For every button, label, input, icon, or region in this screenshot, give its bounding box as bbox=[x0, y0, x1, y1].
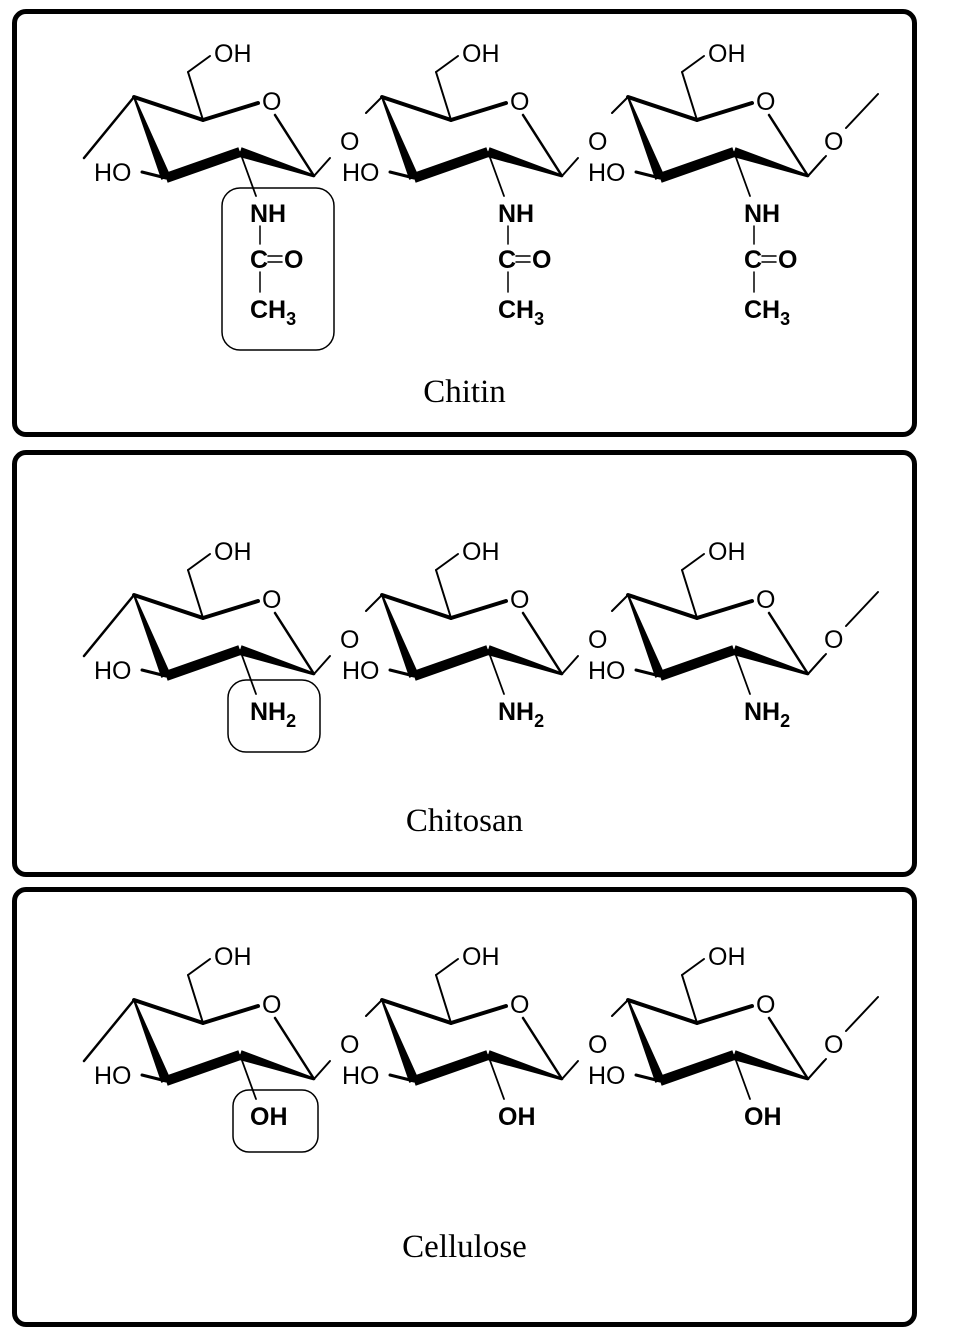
ho-label: HO bbox=[94, 159, 132, 187]
carbonyl-c-label: C bbox=[498, 246, 516, 274]
ch2oh-label: OH bbox=[708, 40, 746, 68]
ch2oh-label: OH bbox=[214, 40, 252, 68]
ring-oxygen-label: O bbox=[510, 586, 529, 614]
ch3-label: CH3 bbox=[744, 296, 790, 329]
carbonyl-o-label: O bbox=[778, 246, 797, 274]
ch2oh-label: OH bbox=[708, 538, 746, 566]
chitosan-caption: Chitosan bbox=[405, 803, 524, 839]
ho-label: HO bbox=[588, 1062, 626, 1090]
nh-label: NH bbox=[498, 200, 534, 228]
nh-label: NH bbox=[250, 200, 286, 228]
ring-oxygen-label: O bbox=[262, 88, 281, 116]
cellulose-caption: Cellulose bbox=[402, 1229, 527, 1265]
glucose-unit: O OH HO O NH2 bbox=[342, 538, 607, 731]
chitin-caption: Chitin bbox=[423, 374, 506, 410]
glycosidic-oxygen-label: O bbox=[340, 128, 359, 156]
carbonyl-o-label: O bbox=[532, 246, 551, 274]
ring-oxygen-label: O bbox=[262, 586, 281, 614]
ring-oxygen-label: O bbox=[262, 991, 281, 1019]
glucose-unit: O OH HO O NH2 bbox=[588, 538, 879, 731]
oh-label: OH bbox=[744, 1103, 782, 1131]
ring-oxygen-label: O bbox=[756, 991, 775, 1019]
ho-label: HO bbox=[342, 159, 380, 187]
nh2-label: NH2 bbox=[498, 698, 544, 731]
ring-oxygen-label: O bbox=[510, 991, 529, 1019]
nh2-label: NH2 bbox=[250, 698, 296, 731]
glycosidic-oxygen-label: O bbox=[340, 626, 359, 654]
glycosidic-oxygen-label: O bbox=[340, 1031, 359, 1059]
glycosidic-oxygen-label: O bbox=[588, 626, 607, 654]
ch3-label: CH3 bbox=[498, 296, 544, 329]
highlight-box bbox=[227, 679, 321, 753]
ring-oxygen-label: O bbox=[756, 88, 775, 116]
highlight-box bbox=[232, 1089, 319, 1153]
carbonyl-c-label: C bbox=[744, 246, 762, 274]
ch2oh-label: OH bbox=[214, 538, 252, 566]
ch2oh-label: OH bbox=[462, 538, 500, 566]
chitosan-structure: O OH HO O NH2 O OH HO O NH2 O OH HO O NH2 bbox=[82, 538, 879, 753]
ch2oh-label: OH bbox=[462, 943, 500, 971]
nh2-label: NH2 bbox=[744, 698, 790, 731]
ho-label: HO bbox=[94, 1062, 132, 1090]
ring-oxygen-label: O bbox=[510, 88, 529, 116]
ho-label: HO bbox=[342, 657, 380, 685]
ho-label: HO bbox=[588, 657, 626, 685]
terminal-oxygen-label: O bbox=[824, 626, 843, 654]
glucose-unit: O OH HO O NH2 bbox=[82, 538, 359, 753]
ring-oxygen-label: O bbox=[756, 586, 775, 614]
ch2oh-label: OH bbox=[214, 943, 252, 971]
ho-label: HO bbox=[588, 159, 626, 187]
ho-label: HO bbox=[342, 1062, 380, 1090]
ho-label: HO bbox=[94, 657, 132, 685]
cellulose-panel: Cellulose bbox=[12, 887, 917, 1327]
cellulose-structure: O OH HO O OH O OH HO O OH O OH HO O OH bbox=[82, 943, 879, 1153]
highlight-box bbox=[221, 187, 335, 351]
ch2oh-label: OH bbox=[462, 40, 500, 68]
carbonyl-o-label: O bbox=[284, 246, 303, 274]
glycosidic-oxygen-label: O bbox=[588, 128, 607, 156]
glycosidic-oxygen-label: O bbox=[588, 1031, 607, 1059]
terminal-oxygen-label: O bbox=[824, 128, 843, 156]
oh-label: OH bbox=[498, 1103, 536, 1131]
terminal-oxygen-label: O bbox=[824, 1031, 843, 1059]
oh-label: OH bbox=[250, 1103, 288, 1131]
carbonyl-c-label: C bbox=[250, 246, 268, 274]
ch2oh-label: OH bbox=[708, 943, 746, 971]
glucose-unit: O OH HO O OH bbox=[342, 943, 607, 1131]
chitin-panel: Chitin bbox=[12, 9, 917, 437]
ch3-label: CH3 bbox=[250, 296, 296, 329]
nh-label: NH bbox=[744, 200, 780, 228]
glucose-unit: O OH HO O OH bbox=[588, 943, 879, 1131]
glucose-unit: O OH HO O OH bbox=[82, 943, 359, 1153]
